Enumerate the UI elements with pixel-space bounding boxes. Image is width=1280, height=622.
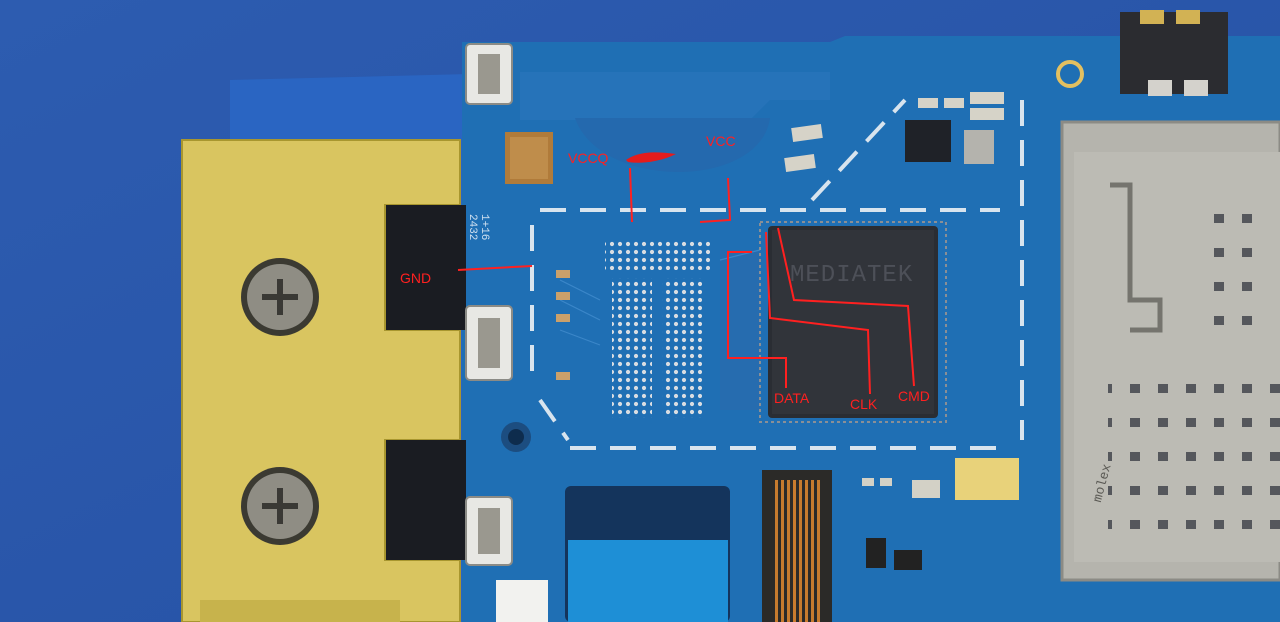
clk-label: CLK bbox=[850, 396, 878, 412]
vccq-label: VCCQ bbox=[568, 150, 609, 166]
silk-text-2: 2432 bbox=[466, 214, 478, 241]
data-label: DATA bbox=[774, 390, 810, 406]
annotation-traces bbox=[457, 167, 915, 395]
gnd-label: GND bbox=[400, 270, 432, 286]
vcc-label: VCC bbox=[706, 133, 736, 149]
bga-pads bbox=[605, 240, 710, 270]
scribble-mark bbox=[626, 152, 676, 163]
silk-text-1: 1+16 bbox=[478, 214, 490, 241]
cmd-label: CMD bbox=[898, 388, 930, 404]
gold-pad bbox=[955, 458, 1019, 500]
chip-marking: MEDIATEK bbox=[790, 262, 914, 289]
top-connector bbox=[1120, 12, 1228, 94]
screw-top bbox=[241, 258, 319, 336]
screw-bottom bbox=[241, 467, 319, 545]
